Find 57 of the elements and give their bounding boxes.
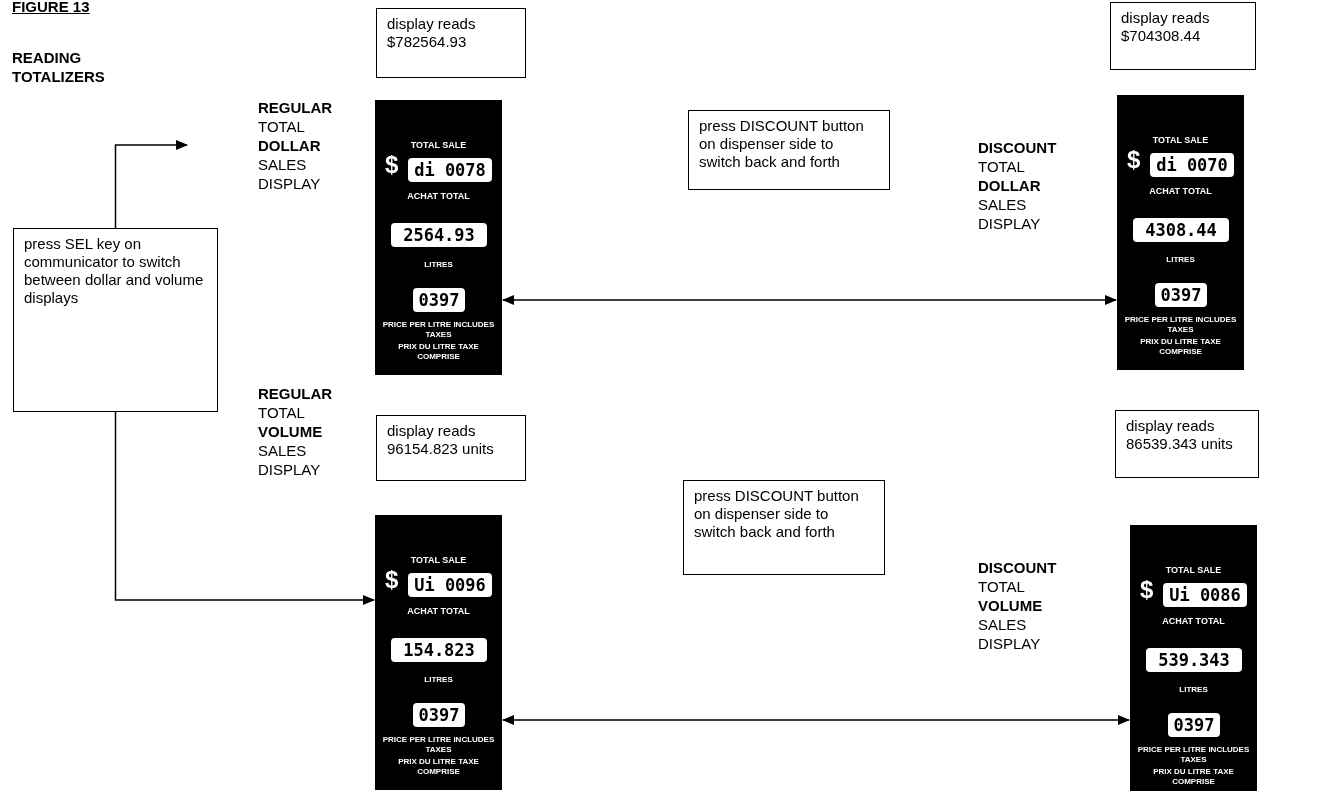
panel-caption: LITRES: [1165, 255, 1196, 265]
figure-title: FIGURE 13: [12, 0, 90, 15]
arrow: [114, 140, 188, 229]
digit-readout: Ui 0086: [1163, 583, 1247, 607]
arrow: [502, 295, 1117, 305]
panel-caption: TOTAL SALE: [409, 140, 468, 151]
fine-print: PRICE PER LITRE INCLUDES TAXES: [381, 735, 496, 755]
panel-caption: TOTAL SALE: [409, 555, 468, 566]
panel-caption: ACHAT TOTAL: [1148, 186, 1213, 197]
panel-caption: TOTAL SALE: [1151, 135, 1210, 146]
digit-readout: 0397: [413, 703, 465, 727]
digit-readout: 0397: [413, 288, 465, 312]
fine-print: PRICE PER LITRE INCLUDES TAXES: [1123, 315, 1238, 335]
panel-caption: ACHAT TOTAL: [406, 606, 471, 617]
currency-sign: $: [385, 567, 399, 593]
panel-caption: ACHAT TOTAL: [1161, 616, 1226, 627]
digit-readout: 0397: [1168, 713, 1220, 737]
digit-readout: 0397: [1155, 283, 1207, 307]
digit-readout: 4308.44: [1133, 218, 1229, 242]
reading-note-box: display reads 96154.823 units: [376, 415, 526, 481]
instruction-box: press DISCOUNT button on dispenser side to switch back and forth: [688, 110, 890, 190]
arrow: [502, 715, 1130, 725]
digit-readout: 2564.93: [391, 223, 487, 247]
pump-display-panel: [1130, 525, 1257, 791]
panel-caption: TOTAL SALE: [1164, 565, 1223, 576]
display-caption: DISCOUNT TOTAL VOLUME SALES DISPLAY: [978, 558, 1057, 653]
panel-caption: ACHAT TOTAL: [406, 191, 471, 202]
instruction-box: press SEL key on communicator to switch between dollar and volume displays: [13, 228, 218, 412]
digit-readout: 539.343: [1146, 648, 1242, 672]
digit-readout: 154.823: [391, 638, 487, 662]
fine-print: PRIX DU LITRE TAXE COMPRISE: [1152, 767, 1235, 787]
figure-subtitle: READING TOTALIZERS: [12, 48, 105, 86]
instruction-box: press DISCOUNT button on dispenser side to switch back and forth: [683, 480, 885, 575]
digit-readout: Ui 0096: [408, 573, 492, 597]
currency-sign: $: [385, 152, 399, 178]
fine-print: PRICE PER LITRE INCLUDES TAXES: [1136, 745, 1251, 765]
fine-print: PRIX DU LITRE TAXE COMPRISE: [397, 342, 480, 362]
display-caption: REGULAR TOTAL DOLLAR SALES DISPLAY: [188, 98, 333, 193]
digit-readout: di 0070: [1150, 153, 1234, 177]
fine-print: PRICE PER LITRE INCLUDES TAXES: [381, 320, 496, 340]
fine-print: PRIX DU LITRE TAXE COMPRISE: [397, 757, 480, 777]
reading-note-box: display reads $704308.44: [1110, 2, 1256, 70]
panel-caption: LITRES: [1178, 685, 1209, 695]
pump-display-panel: [375, 100, 502, 375]
fine-print: PRIX DU LITRE TAXE COMPRISE: [1139, 337, 1222, 357]
display-caption: REGULAR TOTAL VOLUME SALES DISPLAY: [258, 384, 333, 479]
pump-display-panel: [375, 515, 502, 790]
pump-display-panel: [1117, 95, 1244, 370]
arrow: [114, 411, 375, 605]
reading-note-box: display reads $782564.93: [376, 8, 526, 78]
digit-readout: di 0078: [408, 158, 492, 182]
currency-sign: $: [1127, 147, 1141, 173]
panel-caption: LITRES: [423, 260, 454, 270]
reading-note-box: display reads 86539.343 units: [1115, 410, 1259, 478]
panel-caption: LITRES: [423, 675, 454, 685]
currency-sign: $: [1140, 577, 1154, 603]
display-caption: DISCOUNT TOTAL DOLLAR SALES DISPLAY: [978, 138, 1057, 233]
